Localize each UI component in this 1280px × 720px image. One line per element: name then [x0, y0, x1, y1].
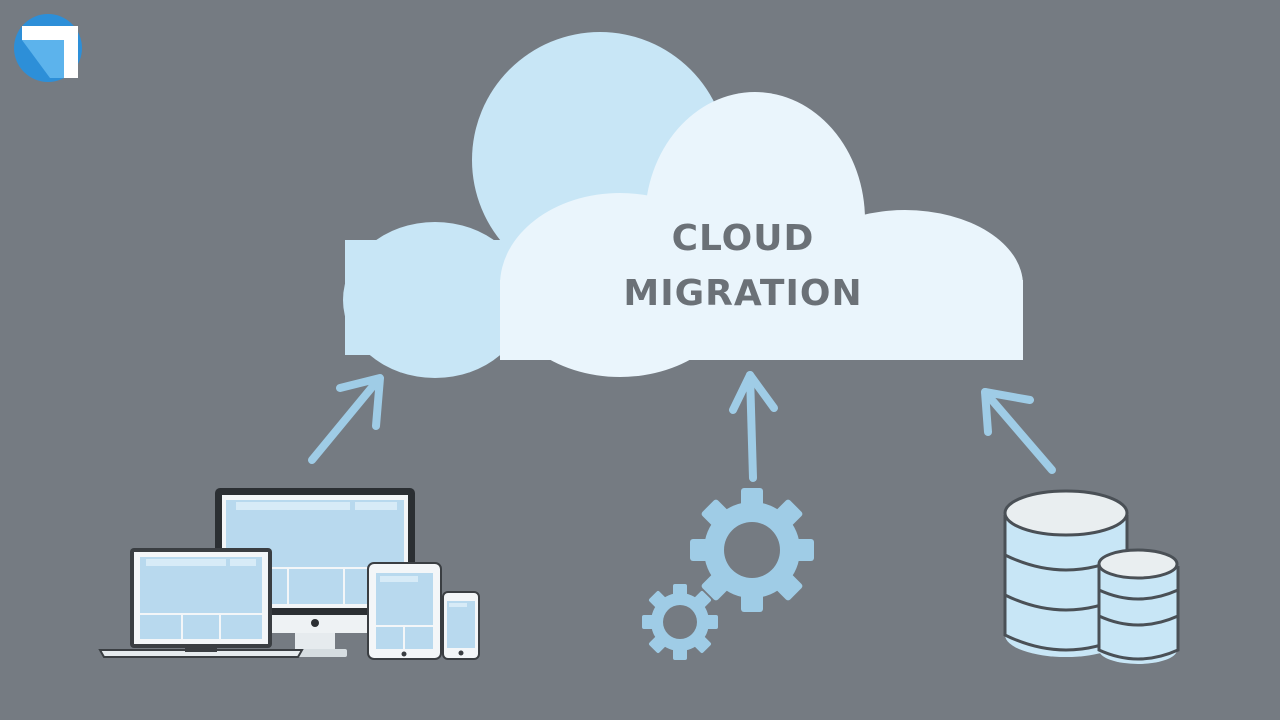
- arrow-gears-to-cloud: [729, 371, 778, 482]
- laptop: [98, 548, 304, 658]
- title-line-1: CLOUD: [672, 218, 815, 259]
- gear-small: [642, 584, 718, 660]
- title-line-2: MIGRATION: [623, 273, 862, 314]
- database-icon: [1003, 489, 1180, 664]
- devices-icon: [98, 488, 480, 660]
- phone: [442, 591, 480, 660]
- arrow-database-to-cloud: [981, 388, 1056, 474]
- database-small: [1097, 548, 1180, 664]
- gear-large: [690, 488, 814, 612]
- arrow-devices-to-cloud: [308, 374, 384, 464]
- cloud-icon: CLOUD MIGRATION: [343, 32, 1023, 378]
- gears-icon: [642, 488, 814, 660]
- tablet: [367, 562, 442, 660]
- brand-logo-icon: [14, 14, 82, 82]
